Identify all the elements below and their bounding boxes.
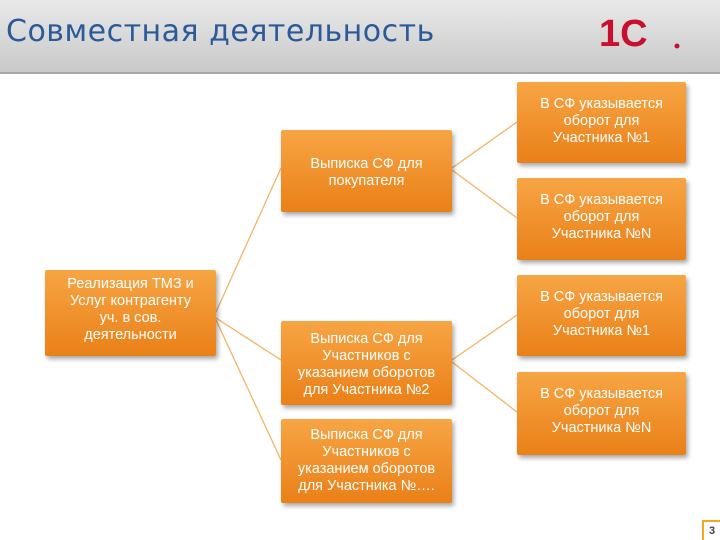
- logo-1c-icon: 1С: [599, 13, 680, 52]
- header-divider: [0, 72, 720, 74]
- node-root: Реализация ТМЗ и Услуг контрагенту уч. в…: [45, 270, 216, 356]
- connector-root-buyer: [215, 167, 282, 313]
- connector-root-pn: [215, 319, 282, 461]
- connector-buyer-r2: [451, 169, 518, 219]
- connector-p2-r4: [451, 361, 518, 413]
- node-participants-n: Выписка СФ для Участников с указанием об…: [281, 419, 452, 503]
- node-participants-2: Выписка СФ для Участников с указанием об…: [281, 321, 452, 405]
- node-r3: В СФ указывается оборот для Участника №1: [517, 275, 686, 356]
- connector-p2-r3: [451, 314, 518, 361]
- header-bar: Совместная деятельность 1С: [0, 0, 720, 72]
- node-r1: В СФ указывается оборот для Участника №1: [517, 82, 686, 163]
- connector-buyer-r1: [451, 121, 518, 169]
- slide-title: Совместная деятельность: [6, 14, 435, 49]
- connector-root-p2: [215, 317, 282, 361]
- node-r2: В СФ указывается оборот для Участника №N: [517, 178, 686, 260]
- logo-text: 1С: [599, 13, 648, 52]
- node-buyer-invoice: Выписка СФ для покупателя: [281, 130, 452, 212]
- node-r4: В СФ указывается оборот для Участника №N: [517, 372, 686, 455]
- page-number: 3: [702, 520, 720, 540]
